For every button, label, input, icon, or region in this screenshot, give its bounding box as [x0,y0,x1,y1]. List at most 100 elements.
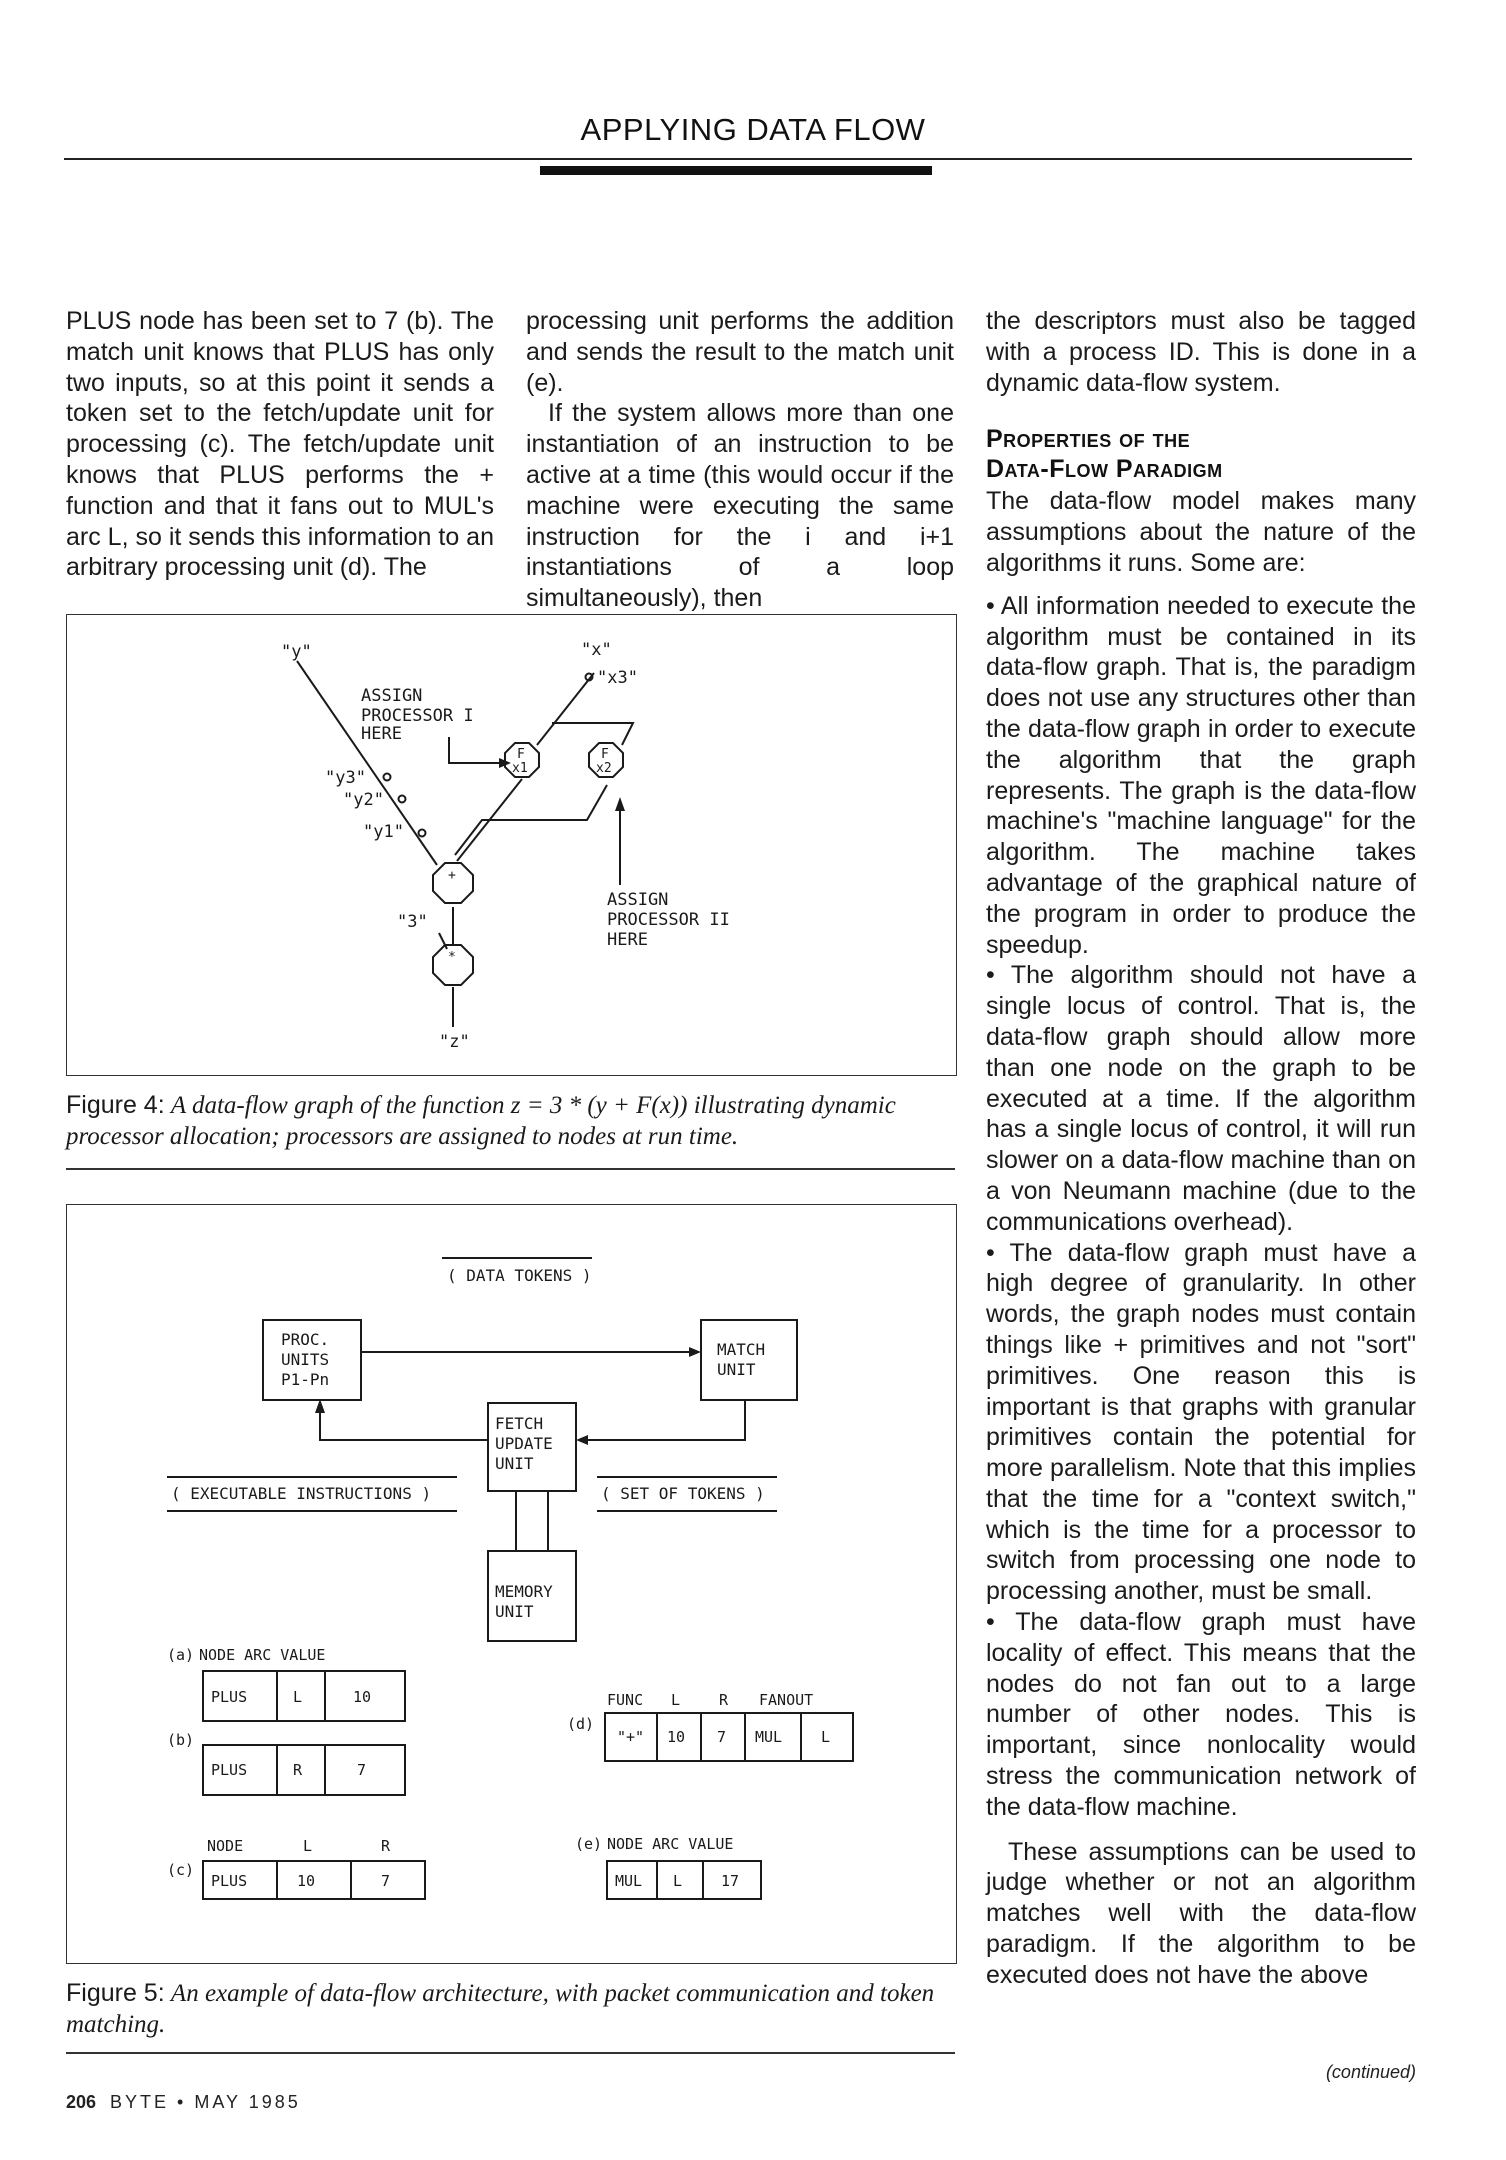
bullet-text: The data-flow graph must have a high deg… [986,1238,1416,1606]
assign-2-line-3: HERE [607,930,648,950]
table-d [604,1712,854,1762]
label-y1: "y1" [363,822,404,842]
table-b-cell: R [293,1761,303,1779]
assign-1-arrow [448,737,499,764]
memory-line-2: UNIT [495,1602,534,1621]
bullet-text: All information needed to execute the al… [986,591,1416,959]
assign-1-line-1: ASSIGN [361,686,422,706]
figure-5-caption-text: An example of data-flow architecture, wi… [66,1980,935,2038]
bullet-item: • The data-flow graph must have a high d… [986,1238,1416,1608]
table-c-header: L [303,1837,312,1855]
bullet-text: The data-flow graph must have locality o… [986,1608,1416,1821]
bullet-glyph: • [986,1238,995,1267]
column-3: the descriptors must also be tagged with… [986,306,1416,1991]
table-c-header: R [381,1837,391,1855]
table-c-cell: 10 [297,1872,315,1890]
column-1: PLUS node has been set to 7 (b). The mat… [66,306,494,583]
figure-4-caption-text: A data-flow graph of the function z = 3 … [66,1092,896,1150]
figure-5-rule [66,2052,955,2054]
fetch-line-1: FETCH [495,1414,543,1433]
label-x3: "x3" [597,668,638,688]
table-c-tag: (c) [167,1861,194,1879]
table-d-cell: "+" [617,1728,644,1746]
figure-5-caption-label: Figure 5: [66,1979,165,2007]
col3-paragraph-3: These assumptions can be used to judge w… [986,1837,1416,1989]
arrowhead-fetch [576,1435,588,1445]
col3-paragraph-1: the descriptors must also be tagged with… [986,307,1416,397]
assign-2-arrowhead [615,797,625,811]
token-x3 [584,672,594,682]
bullet-glyph: • [986,961,995,990]
table-d-header: L [671,1691,680,1709]
label-x: "x" [581,640,612,660]
table-a-header: NODE ARC VALUE [199,1646,325,1664]
table-a [202,1670,406,1722]
match-unit-box [700,1319,798,1401]
arrowhead-match [689,1347,701,1357]
f-x2-top: F [601,747,609,762]
data-tokens-label: ( DATA TOKENS ) [447,1266,592,1285]
table-b-cell: PLUS [211,1761,247,1779]
match-line-2: UNIT [717,1360,756,1379]
fetch-to-proc-arrow [319,1411,488,1441]
label-y2: "y2" [343,790,384,810]
label-z: "z" [439,1032,470,1052]
assign-1-line-3: HERE [361,724,402,744]
col1-paragraph: PLUS node has been set to 7 (b). The mat… [66,307,494,582]
table-c-cell: PLUS [211,1872,247,1890]
table-d-cell: L [821,1728,830,1746]
table-b [202,1744,406,1796]
table-c-cell: 7 [381,1872,390,1890]
table-a-tag: (a) [167,1646,194,1664]
table-e-tag: (e) [575,1835,602,1853]
col2-paragraph-1: processing unit performs the addition an… [526,307,954,397]
col3-paragraph-2: The data-flow model makes many assumptio… [986,487,1416,577]
mult-node [432,944,474,986]
bullet-text: The algorithm should not have a single l… [986,961,1416,1236]
token-y1 [417,828,427,838]
figure-4: "y" "x" "x3" "y3" "y2" "y1" "3" "z" ASSI… [66,614,957,1076]
table-d-cell: 7 [717,1728,726,1746]
table-e-header: NODE ARC VALUE [607,1835,733,1853]
set-label: ( SET OF TOKENS ) [601,1484,765,1503]
figure-5-diagram: ( DATA TOKENS ) PROC. UNITS P1-Pn MATCH … [167,1257,854,1900]
assign-1-arrowhead [499,758,511,768]
f-x1-top: F [517,747,525,762]
table-d-header: FUNC [607,1691,643,1709]
running-header: APPLYING DATA FLOW [580,112,926,147]
figure-5-caption: Figure 5: An example of data-flow archit… [66,1978,966,2040]
fetch-update-box [487,1402,577,1492]
fx2-to-plus-arc [454,784,608,856]
proc-line-3: P1-Pn [281,1370,329,1389]
table-e-cell: MUL [615,1872,642,1890]
assign-2-line-1: ASSIGN [607,890,668,910]
label-y3: "y3" [325,768,366,788]
magazine-issue: BYTE • MAY 1985 [110,2092,301,2112]
assign-2-line-2: PROCESSOR II [607,910,730,930]
table-e-cell: 17 [721,1872,739,1890]
continued-note: (continued) [1325,2062,1416,2082]
table-e-cell: L [673,1872,682,1890]
f-x2-bottom: x2 [596,761,612,776]
plus-node [432,862,474,904]
table-a-cell: PLUS [211,1688,247,1706]
section-heading-line-2: Data-Flow Paradigm [986,455,1223,484]
section-heading: Properties of the Data-Flow Paradigm [986,424,1416,484]
table-a-cell: L [293,1688,302,1706]
bullet-glyph: • [986,1608,995,1637]
fetch-line-3: UNIT [495,1454,534,1473]
memory-line-1: MEMORY [495,1582,553,1601]
table-b-cell: 7 [357,1761,366,1779]
table-c [202,1860,426,1900]
table-d-header: FANOUT [759,1691,813,1709]
bullet-item: • All information needed to execute the … [986,591,1416,961]
assign-1-line-2: PROCESSOR I [361,706,474,726]
token-y3 [382,772,392,782]
label-y: "y" [281,642,312,662]
table-c-header: NODE [207,1837,243,1855]
memory-unit-box [487,1550,577,1642]
table-e [606,1860,762,1900]
page-number: 206 [66,2092,97,2112]
table-a-cell: 10 [353,1688,371,1706]
label-three: "3" [397,912,428,932]
